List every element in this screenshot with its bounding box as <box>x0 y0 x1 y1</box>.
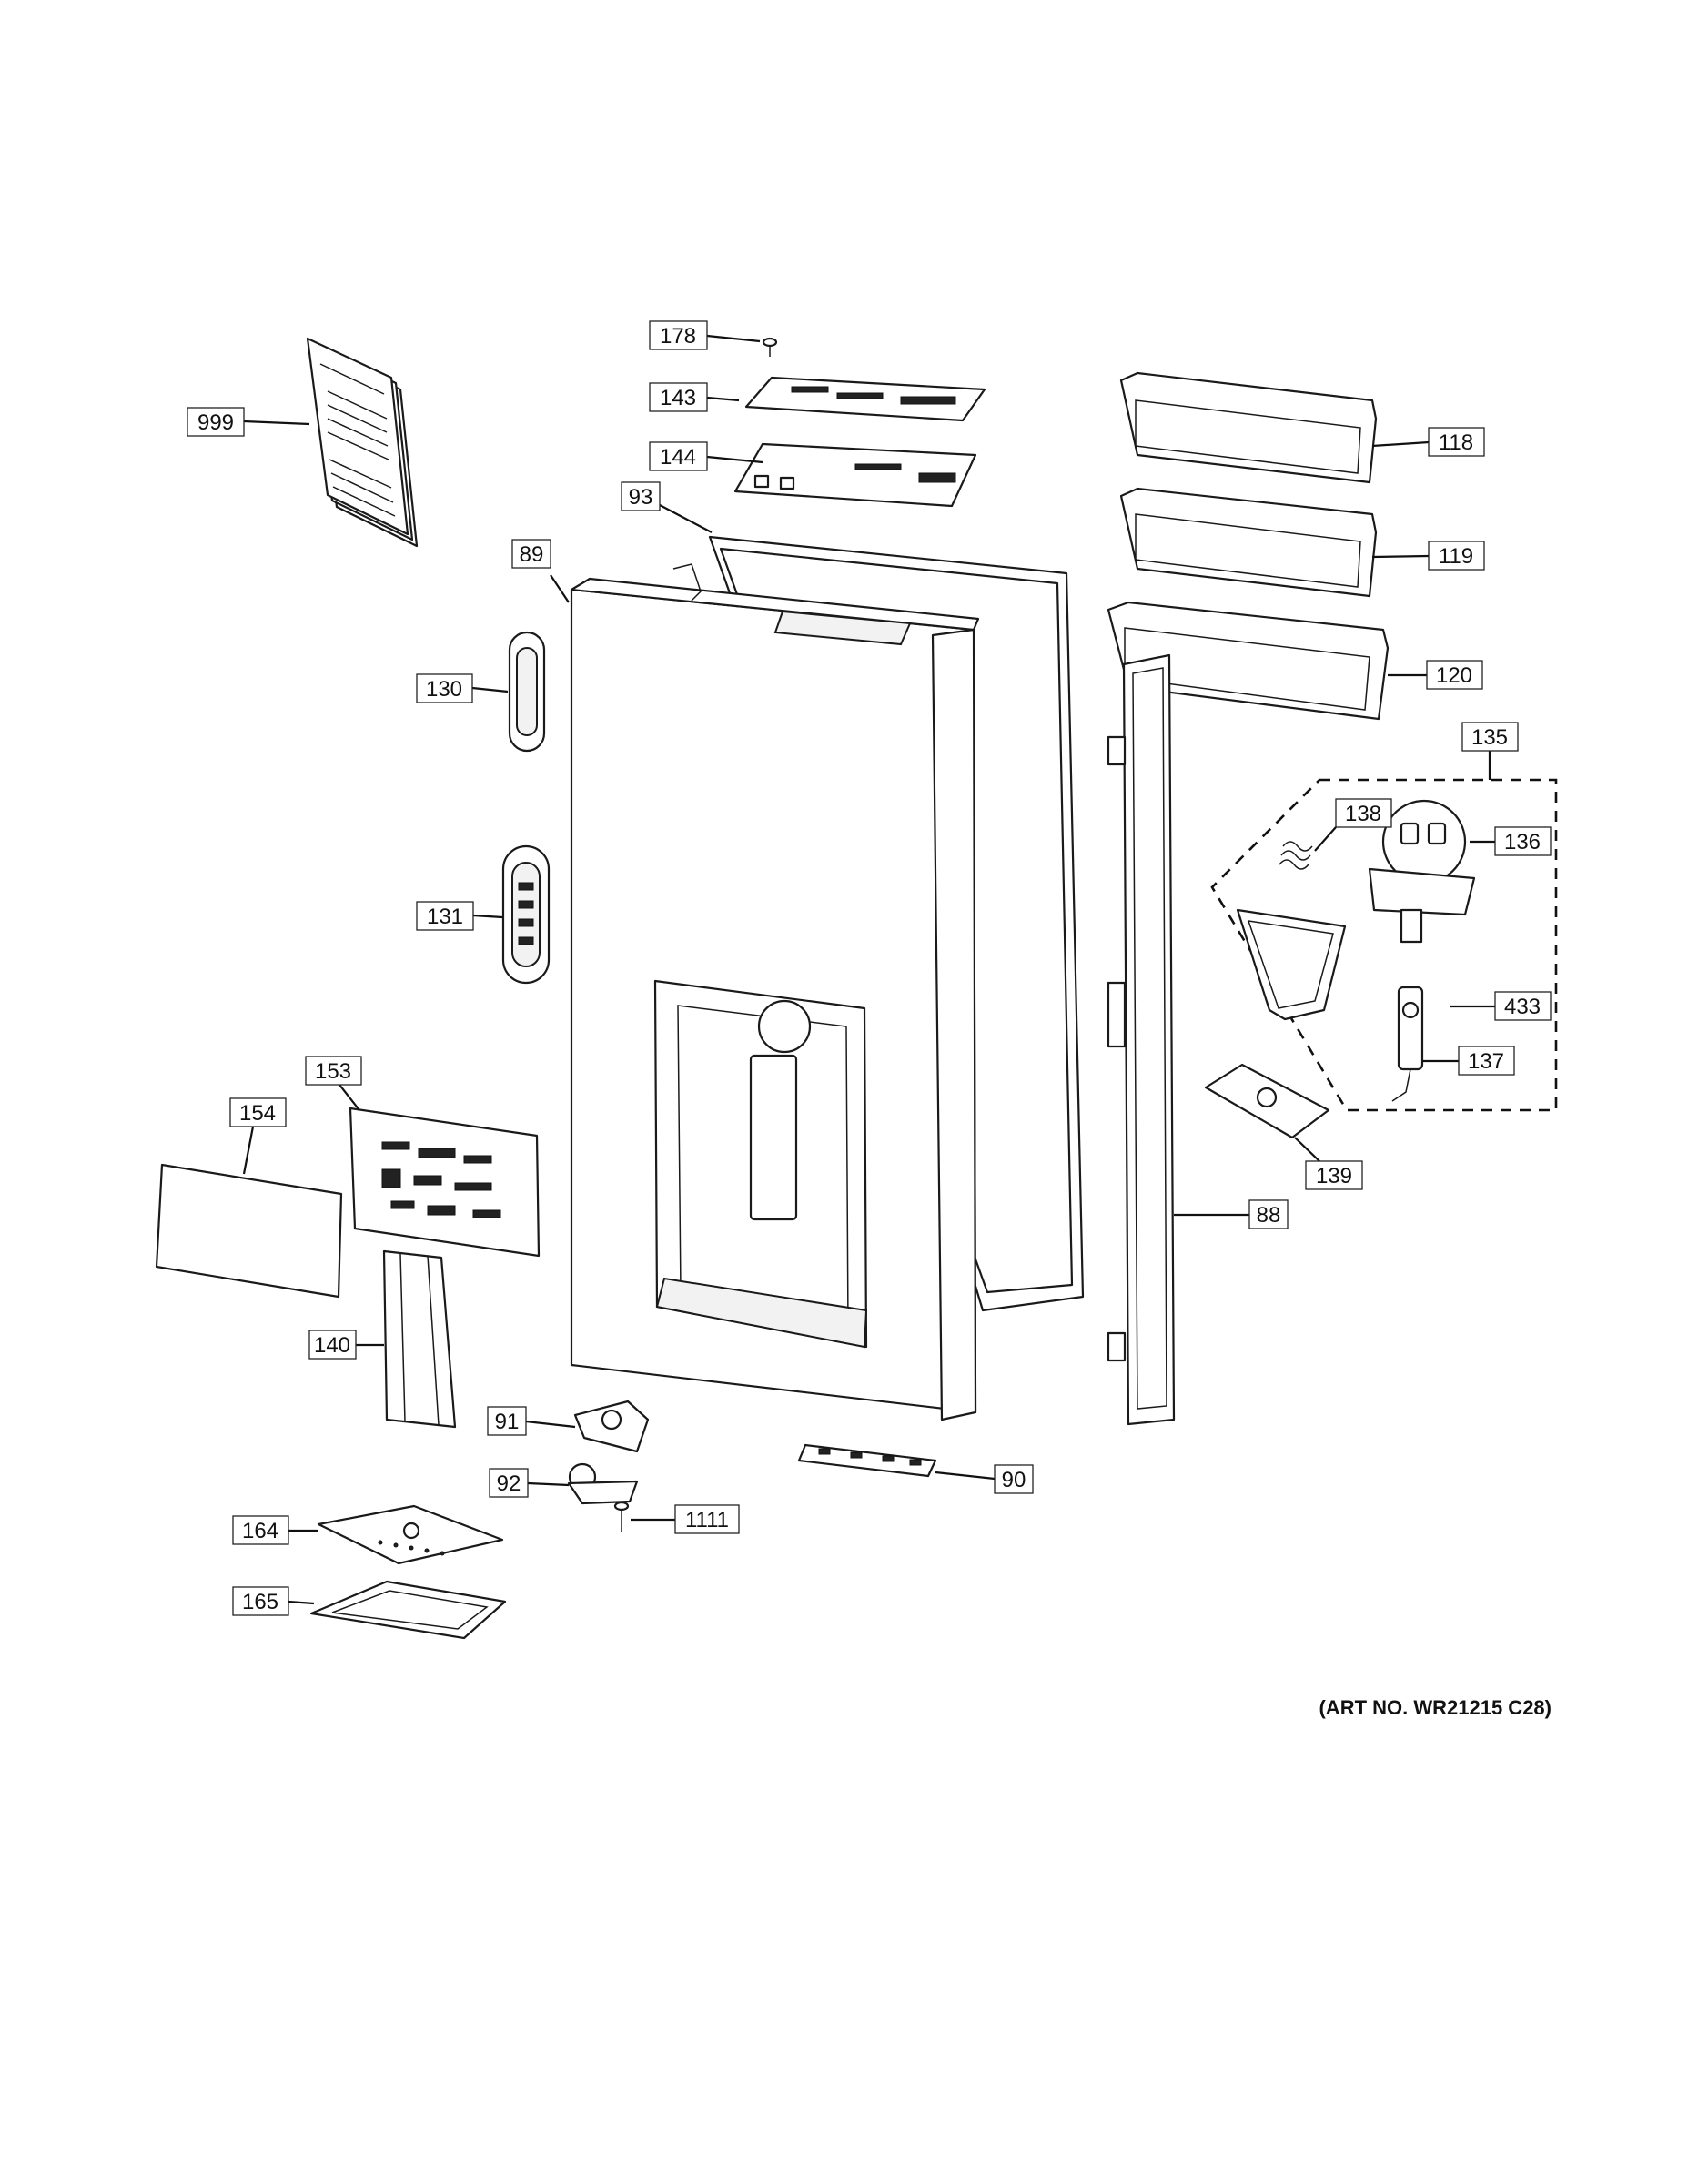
callout-154-text: 154 <box>239 1101 276 1126</box>
callout-91: 91 <box>487 1406 527 1436</box>
callout-164-text: 164 <box>242 1519 278 1543</box>
callout-178: 178 <box>649 320 708 350</box>
callout-178-text: 178 <box>660 324 696 349</box>
callout-88-text: 88 <box>1257 1203 1281 1228</box>
callout-153: 153 <box>305 1056 362 1086</box>
dispenser-tray-139-part <box>1204 1063 1330 1139</box>
callout-999: 999 <box>187 407 245 437</box>
callout-144: 144 <box>649 441 708 471</box>
callout-139-text: 139 <box>1316 1164 1352 1188</box>
manual-booklet-part <box>306 337 419 548</box>
callout-138: 138 <box>1335 798 1392 828</box>
callout-135-text: 135 <box>1471 725 1508 750</box>
callout-135: 135 <box>1461 722 1519 752</box>
callout-999-text: 999 <box>197 410 234 435</box>
callout-89-text: 89 <box>520 542 544 567</box>
handle-cover-130-part <box>508 631 546 753</box>
callout-130-text: 130 <box>426 677 462 702</box>
callout-153-text: 153 <box>315 1059 351 1084</box>
leader-lines <box>242 334 1495 1605</box>
callout-131-text: 131 <box>427 905 463 929</box>
callout-154: 154 <box>229 1097 287 1127</box>
art-number-caption: (ART NO. WR21215 C28) <box>1319 1696 1552 1719</box>
callout-140-text: 140 <box>314 1333 350 1358</box>
callout-165-text: 165 <box>242 1590 278 1614</box>
callout-90: 90 <box>994 1464 1034 1494</box>
callout-138-text: 138 <box>1345 802 1381 826</box>
callout-88: 88 <box>1248 1199 1289 1229</box>
control-label-part <box>744 376 986 422</box>
callout-131: 131 <box>416 901 474 931</box>
callout-92: 92 <box>489 1468 529 1498</box>
spring-138-part <box>1279 841 1313 870</box>
callout-130: 130 <box>416 673 473 703</box>
callout-118-text: 118 <box>1439 430 1473 455</box>
callout-137: 137 <box>1458 1046 1515 1076</box>
callout-143: 143 <box>649 382 708 412</box>
solenoid-137-part <box>1391 986 1424 1102</box>
callout-1111: 1111 <box>674 1504 740 1534</box>
callout-165: 165 <box>232 1586 289 1616</box>
actuator-136-part <box>1368 799 1476 944</box>
callout-93: 93 <box>621 481 661 511</box>
callout-139: 139 <box>1305 1160 1363 1190</box>
callout-119: 119 <box>1428 541 1485 571</box>
callout-120-text: 120 <box>1436 663 1472 688</box>
lever-91-part <box>573 1400 650 1453</box>
callout-118: 118 <box>1428 427 1485 457</box>
cover-164-part <box>317 1504 504 1565</box>
door-bin-118-part <box>1119 371 1378 484</box>
switch-strip-90-part <box>797 1443 937 1478</box>
callout-137-text: 137 <box>1468 1049 1504 1074</box>
callout-143-text: 143 <box>660 386 696 410</box>
bracket-92-part <box>567 1462 639 1505</box>
ice-chute-part <box>1236 908 1347 1021</box>
assembly-135-group-outline <box>1210 778 1558 1112</box>
control-board-part <box>733 442 977 508</box>
display-panel-154-part <box>155 1163 343 1299</box>
frame-165-part <box>309 1580 507 1640</box>
callout-119-text: 119 <box>1439 544 1473 569</box>
callout-164: 164 <box>232 1515 289 1545</box>
handle-cover-131-part <box>501 844 551 985</box>
door-trim-88-part <box>1107 653 1176 1426</box>
callout-90-text: 90 <box>1002 1468 1026 1492</box>
callout-93-text: 93 <box>629 485 653 510</box>
callout-91-text: 91 <box>495 1410 520 1434</box>
callout-120: 120 <box>1426 660 1483 690</box>
screw-1111-part <box>613 1501 630 1532</box>
screw-178-part <box>762 337 778 357</box>
callout-433: 433 <box>1494 991 1552 1021</box>
callout-136: 136 <box>1494 826 1552 856</box>
callout-140: 140 <box>308 1330 357 1360</box>
callout-433-text: 433 <box>1504 995 1541 1019</box>
trim-piece-140-part <box>382 1249 457 1429</box>
callout-136-text: 136 <box>1504 830 1541 854</box>
callout-92-text: 92 <box>497 1471 521 1496</box>
callout-1111-text: 1111 <box>685 1508 729 1532</box>
door-bin-119-part <box>1119 487 1378 598</box>
callout-144-text: 144 <box>660 445 696 470</box>
callout-89: 89 <box>511 539 551 569</box>
circuit-board-153-part <box>349 1107 541 1258</box>
door-assembly-part <box>570 563 980 1421</box>
